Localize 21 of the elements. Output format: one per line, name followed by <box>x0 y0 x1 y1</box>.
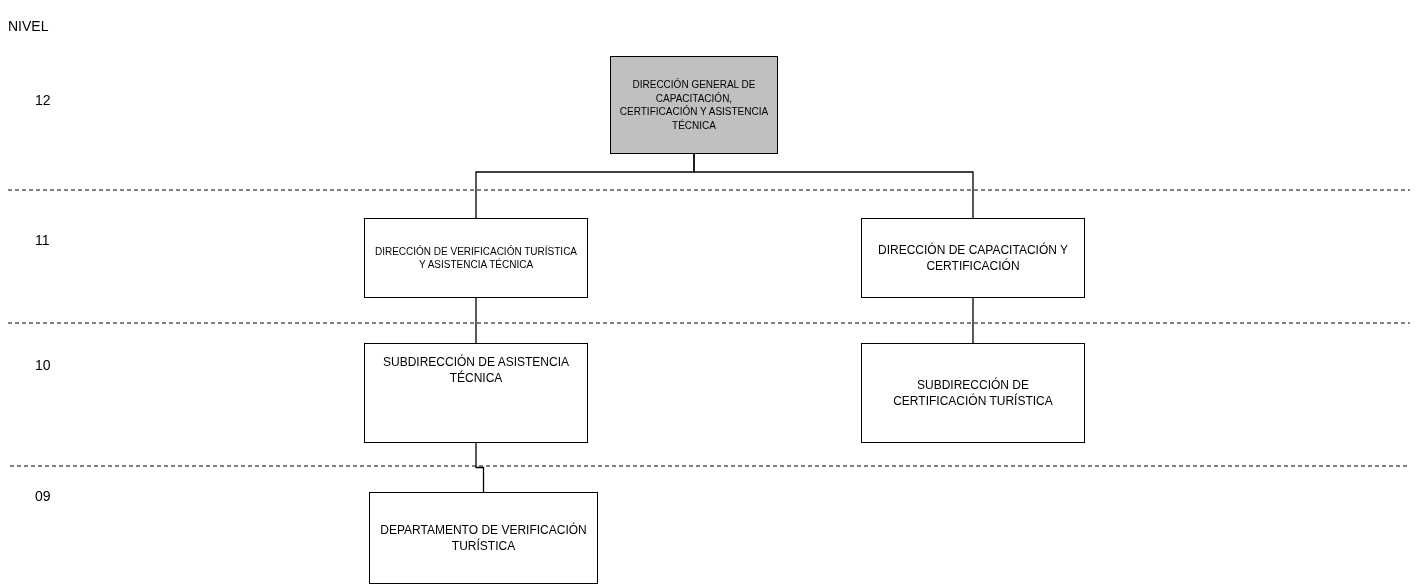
level-heading: NIVEL <box>8 18 49 34</box>
box-text: DIRECCIÓN GENERAL DE CAPACITACIÓN, CERTIFICACIÓN Y ASISTENCIA TÉCNICA <box>619 78 769 132</box>
box-text: DIRECCIÓN DE CAPACITACIÓN Y CERTIFICACIÓN <box>877 241 1069 275</box>
org-box <box>861 218 1085 298</box>
connector-line <box>475 442 485 493</box>
box-text: DEPARTAMENTO DE VERIFICACIÓN TURÍSTICA <box>379 521 588 555</box>
org-box <box>369 492 598 584</box>
org-box <box>364 218 588 298</box>
level-number: 10 <box>35 357 51 373</box>
box-text: SUBDIRECCIÓN DE ASISTENCIA TÉCNICA <box>381 354 570 387</box>
level-number: 09 <box>35 488 51 504</box>
box-text: DIRECCIÓN DE VERIFICACIÓN TURÍSTICA Y ASISTENCIA TÉCNICA <box>373 244 579 272</box>
org-box <box>364 343 588 443</box>
org-box <box>610 56 778 154</box>
connector-line <box>693 153 974 219</box>
level-number: 11 <box>35 232 50 248</box>
org-box <box>861 343 1085 443</box>
box-text: SUBDIRECCIÓN DE CERTIFICACIÓN TURÍSTICA <box>892 376 1054 410</box>
connector-line <box>972 297 974 344</box>
level-number: 12 <box>35 92 51 108</box>
connector-line <box>475 297 477 344</box>
